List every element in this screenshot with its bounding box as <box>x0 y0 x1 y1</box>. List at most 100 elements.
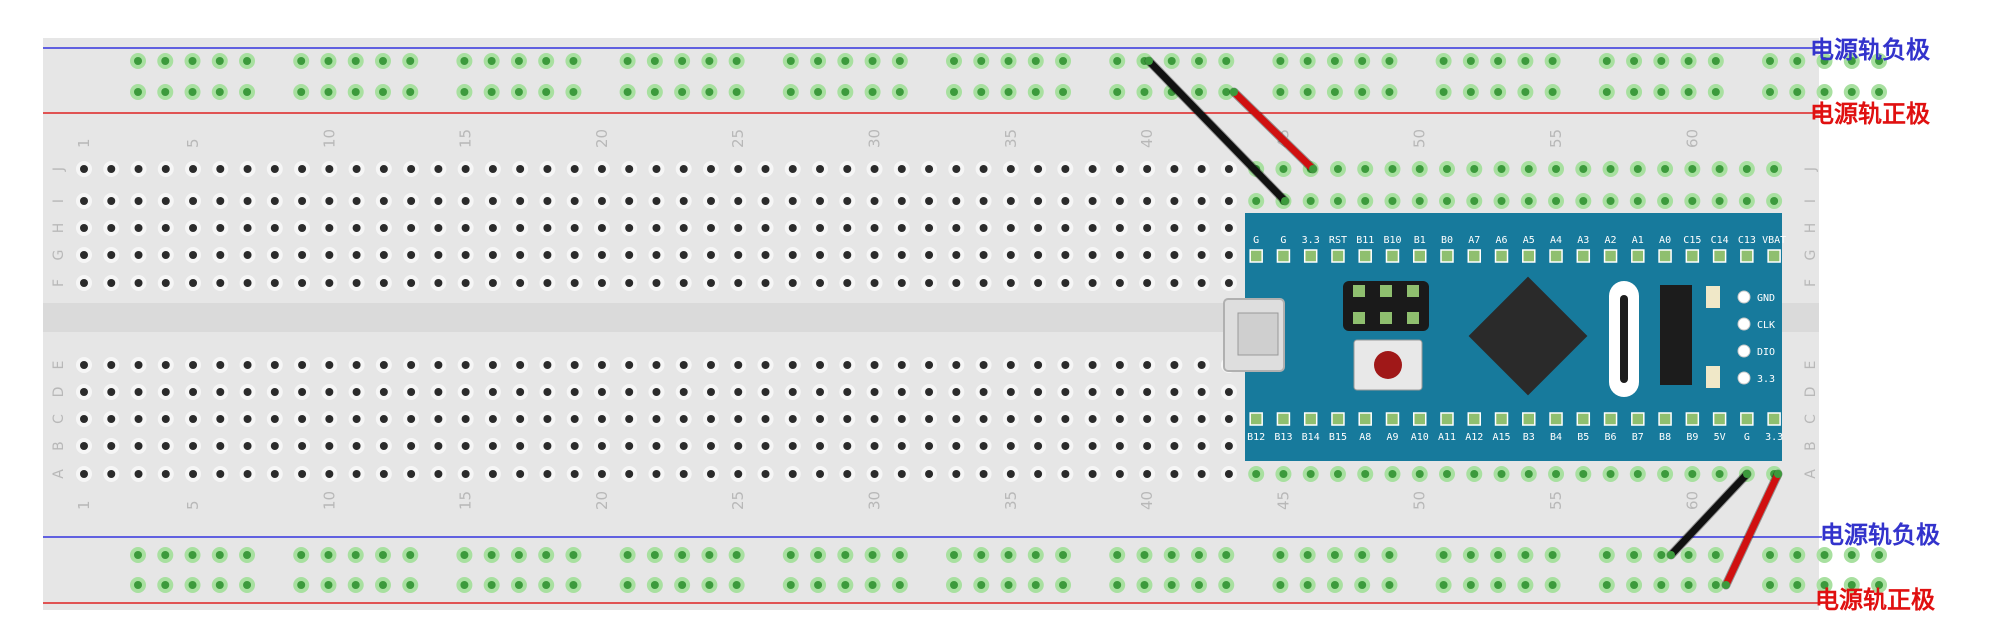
wire-top-red-end-a <box>1230 88 1238 96</box>
rail-hole-1-50 <box>1766 88 1774 96</box>
rail-hole-0-13 <box>542 57 551 65</box>
hole-A36 <box>1034 470 1043 478</box>
hole-I61 <box>1715 197 1724 205</box>
rail-hole-0-41 <box>1466 57 1475 65</box>
column-number-1-bottom: 1 <box>75 500 93 510</box>
hole-E1 <box>80 361 88 369</box>
rail-hole-3-47 <box>1657 581 1666 589</box>
hole-D33 <box>952 388 961 396</box>
hole-H15 <box>461 224 470 232</box>
column-number-55-bottom: 55 <box>1547 491 1565 510</box>
hole-H24 <box>706 224 715 232</box>
rail-hole-0-24 <box>895 57 904 65</box>
hole-H38 <box>1088 224 1097 232</box>
rail-hole-3-44 <box>1548 581 1557 589</box>
hole-C12 <box>379 415 388 423</box>
hole-A49 <box>1388 470 1397 478</box>
hole-A3 <box>134 470 143 478</box>
hole-B5 <box>189 442 198 450</box>
rail-hole-0-23 <box>868 57 877 65</box>
hole-I14 <box>434 197 443 205</box>
hole-C30 <box>870 415 879 423</box>
hole-I7 <box>243 197 252 205</box>
hole-A4 <box>161 470 170 478</box>
rail-hole-0-38 <box>1358 57 1367 65</box>
hole-A41 <box>1170 470 1179 478</box>
hole-F5 <box>189 279 198 287</box>
rail-hole-3-30 <box>1113 581 1122 589</box>
rail-hole-1-7 <box>351 88 360 96</box>
rail-hole-2-14 <box>569 551 578 559</box>
rail-hole-2-54 <box>1875 551 1884 559</box>
hole-H22 <box>652 224 661 232</box>
column-number-20-top: 20 <box>593 129 611 148</box>
hole-J42 <box>1197 165 1206 173</box>
hole-I17 <box>516 197 525 205</box>
rail-hole-0-34 <box>1222 57 1231 65</box>
hole-C19 <box>570 415 579 423</box>
hole-A27 <box>788 470 797 478</box>
hole-I33 <box>952 197 961 205</box>
hole-E4 <box>161 361 170 369</box>
hole-A30 <box>870 470 879 478</box>
bottom-pin-4 <box>1358 412 1372 426</box>
rail-hole-0-51 <box>1793 57 1802 65</box>
rail-hole-2-35 <box>1276 551 1285 559</box>
bottom-pin-label-13: B6 <box>1605 432 1617 443</box>
hole-I39 <box>1115 197 1124 205</box>
hole-I22 <box>652 197 661 205</box>
hole-I56 <box>1579 197 1588 205</box>
hole-E32 <box>925 361 934 369</box>
hole-J57 <box>1606 165 1615 173</box>
rail-hole-3-0 <box>134 581 142 589</box>
rail-hole-1-3 <box>215 88 224 96</box>
hole-E39 <box>1115 361 1124 369</box>
hole-D16 <box>488 388 497 396</box>
bottom-pin-6 <box>1412 412 1427 426</box>
hole-F12 <box>379 279 388 287</box>
hole-H37 <box>1061 224 1070 232</box>
rail-hole-2-42 <box>1494 551 1503 559</box>
hole-C39 <box>1115 415 1124 423</box>
rail-hole-3-49 <box>1711 581 1720 589</box>
rail-hole-2-41 <box>1466 551 1475 559</box>
rail-hole-0-7 <box>351 57 360 65</box>
rail-hole-1-31 <box>1140 88 1149 96</box>
hole-D23 <box>679 388 688 396</box>
column-number-25-bottom: 25 <box>729 491 747 510</box>
hole-J33 <box>952 165 961 173</box>
column-number-20-bottom: 20 <box>593 491 611 510</box>
hole-G21 <box>625 251 634 259</box>
hole-D11 <box>352 388 361 396</box>
column-number-10-bottom: 10 <box>320 491 338 510</box>
hole-H3 <box>134 224 143 232</box>
hole-G42 <box>1197 251 1206 259</box>
hole-F10 <box>325 279 334 287</box>
column-number-5-bottom: 5 <box>184 500 202 510</box>
rail-label-top-positive: 电源轨正极 <box>1810 100 1930 128</box>
rail-hole-3-18 <box>705 581 714 589</box>
rail-hole-0-17 <box>678 57 687 65</box>
hole-A8 <box>270 470 279 478</box>
swd-pin-label-1: CLK <box>1757 320 1775 331</box>
bottom-pin-18 <box>1740 412 1754 426</box>
hole-J8 <box>270 165 279 173</box>
hole-C27 <box>788 415 797 423</box>
rail-hole-3-31 <box>1140 581 1149 589</box>
hole-F43 <box>1224 279 1233 287</box>
hole-G14 <box>434 251 443 259</box>
hole-I2 <box>107 197 116 205</box>
wire-top-red-end-b <box>1309 165 1317 173</box>
hole-D12 <box>379 388 388 396</box>
hole-A15 <box>461 470 470 478</box>
rail-hole-2-45 <box>1602 551 1611 559</box>
rail-hole-1-51 <box>1793 88 1802 96</box>
rail-hole-1-38 <box>1358 88 1367 96</box>
rail-hole-2-1 <box>161 551 170 559</box>
rail-hole-0-43 <box>1521 57 1530 65</box>
row-letter-H-left: H <box>51 223 67 234</box>
hole-B33 <box>952 442 961 450</box>
hole-I35 <box>1006 197 1015 205</box>
hole-B9 <box>298 442 307 450</box>
rail-hole-2-11 <box>487 551 496 559</box>
